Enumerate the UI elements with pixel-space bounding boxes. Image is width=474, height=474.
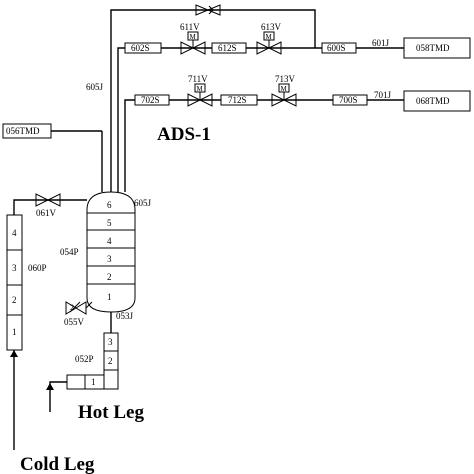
valve-label-713V: 713V xyxy=(275,74,296,84)
tank-058TMD xyxy=(403,37,471,59)
cell-054P-5: 5 xyxy=(107,218,112,228)
motor-valve-613V-icon: M xyxy=(256,31,282,55)
tank-label-056TMD: 056TMD xyxy=(6,126,40,136)
pipe-600S xyxy=(321,42,357,54)
pipe-label-054P: 054P xyxy=(60,247,79,257)
arrow-hot-leg-icon xyxy=(46,383,54,390)
cell-052P-1: 1 xyxy=(91,377,96,387)
pipe-label-602S: 602S xyxy=(131,43,150,53)
valve-055V-number: 2 xyxy=(70,303,74,312)
line-hot-leg xyxy=(49,381,67,412)
motor-label: M xyxy=(281,85,288,93)
tank-label-058TMD: 058TMD xyxy=(416,43,450,53)
pipe-label-605J: 605J xyxy=(86,82,104,92)
valve-label-611V: 611V xyxy=(180,22,200,32)
pipe-700S xyxy=(332,94,368,106)
line-061V xyxy=(13,199,87,215)
pipe-052P xyxy=(66,332,119,390)
bypass-valve-2-icon xyxy=(208,5,214,15)
line-lower xyxy=(124,99,404,192)
motor-label: M xyxy=(197,85,204,93)
valve-label-061V: 061V xyxy=(36,208,57,218)
cell-060P-3: 3 xyxy=(12,263,17,273)
pipe-label-605J-top: 605J xyxy=(134,198,152,208)
pipe-label-600S: 600S xyxy=(327,43,346,53)
pipe-label-052P: 052P xyxy=(75,354,94,364)
cell-054P-4: 4 xyxy=(107,236,112,246)
motor-label: M xyxy=(190,33,197,41)
valve-label-613V: 613V xyxy=(261,22,282,32)
ads-title: ADS-1 xyxy=(157,124,211,145)
motor-valve-611V-icon: M xyxy=(180,31,206,55)
vessel-054P xyxy=(86,191,136,313)
pipe-label-601J: 601J xyxy=(372,38,390,48)
tank-label-068TMD: 068TMD xyxy=(416,96,450,106)
valve-label-055V: 055V xyxy=(64,317,85,327)
cell-060P-2: 2 xyxy=(12,295,17,305)
cell-054P-2: 2 xyxy=(107,272,112,282)
pipe-label-700S: 700S xyxy=(339,95,358,105)
motor-valve-713V-icon: M xyxy=(271,83,297,107)
pipe-label-612S: 612S xyxy=(218,43,237,53)
line-605J xyxy=(117,47,404,192)
valve-061V-icon xyxy=(35,193,61,207)
hot-leg-label: Hot Leg xyxy=(78,402,144,423)
motor-valve-711V-icon: M xyxy=(187,83,213,107)
bypass-valve-1-icon xyxy=(195,4,221,16)
cell-054P-1: 1 xyxy=(107,292,112,302)
pipe-label-053J: 053J xyxy=(116,311,134,321)
cell-060P-4: 4 xyxy=(12,228,17,238)
arrow-up-icon xyxy=(10,350,18,357)
pipe-label-702S: 702S xyxy=(141,95,160,105)
cold-leg-label: Cold Leg xyxy=(20,454,95,474)
line-055V xyxy=(85,301,93,309)
pipe-602S xyxy=(124,42,162,54)
valve-label-711V: 711V xyxy=(188,74,208,84)
valve-055V-icon xyxy=(65,301,87,315)
pipe-label-060P: 060P xyxy=(28,263,47,273)
cell-052P-3: 3 xyxy=(108,337,113,347)
cell-054P-6: 6 xyxy=(107,200,112,210)
cell-054P-3: 3 xyxy=(107,254,112,264)
pipe-label-701J: 701J xyxy=(374,90,392,100)
pipe-612S xyxy=(211,42,247,54)
cell-060P-1: 1 xyxy=(12,327,17,337)
pipe-label-712S: 712S xyxy=(228,95,247,105)
motor-label: M xyxy=(266,33,273,41)
pipe-702S xyxy=(134,94,170,106)
cell-052P-2: 2 xyxy=(108,356,113,366)
tank-068TMD xyxy=(403,90,471,112)
pipe-712S xyxy=(220,94,258,106)
